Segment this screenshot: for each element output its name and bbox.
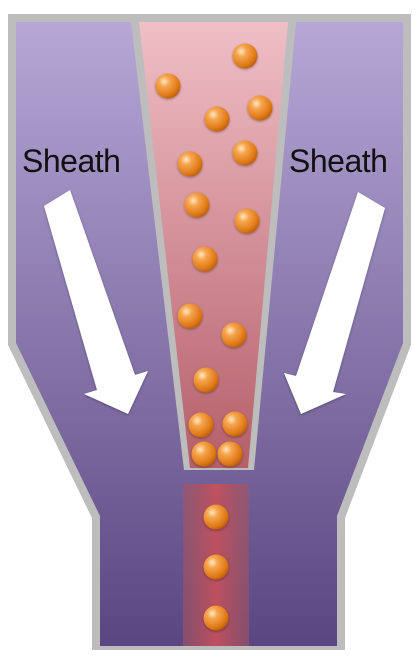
- particle: [222, 323, 247, 348]
- particle: [248, 96, 273, 121]
- particle: [194, 368, 219, 393]
- particle: [233, 141, 258, 166]
- sheath-label-left: Sheath: [22, 145, 120, 177]
- particle: [205, 107, 230, 132]
- particle: [204, 606, 229, 631]
- particle: [218, 442, 243, 467]
- particle: [204, 505, 229, 530]
- particle: [185, 193, 210, 218]
- particle: [156, 74, 181, 99]
- particle: [192, 442, 217, 467]
- particle: [178, 304, 203, 329]
- particle: [235, 209, 260, 234]
- particle: [233, 44, 258, 69]
- particle: [223, 412, 248, 437]
- particle: [178, 152, 203, 177]
- particle: [204, 555, 229, 580]
- sheath-label-right: Sheath: [289, 145, 387, 177]
- particle: [193, 247, 218, 272]
- particle: [189, 413, 214, 438]
